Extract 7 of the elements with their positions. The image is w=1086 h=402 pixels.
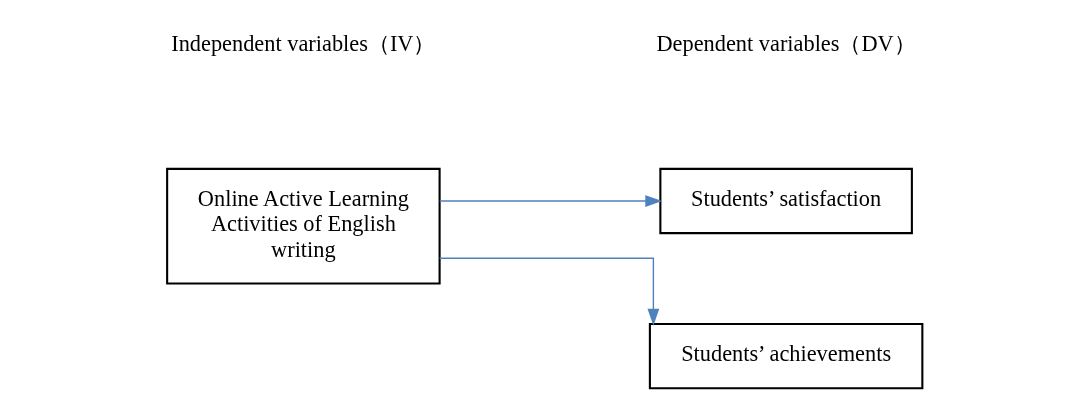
label: Independent variables（IV） bbox=[171, 31, 436, 57]
arrow bbox=[439, 195, 663, 207]
node-box: Students’ achievements bbox=[648, 322, 924, 390]
arrow bbox=[439, 257, 660, 326]
label: Dependent variables（DV） bbox=[656, 31, 916, 57]
node-box: Online Active Learning Activities of English writing bbox=[166, 167, 441, 285]
node-box: Students’ satisfaction bbox=[659, 167, 913, 235]
